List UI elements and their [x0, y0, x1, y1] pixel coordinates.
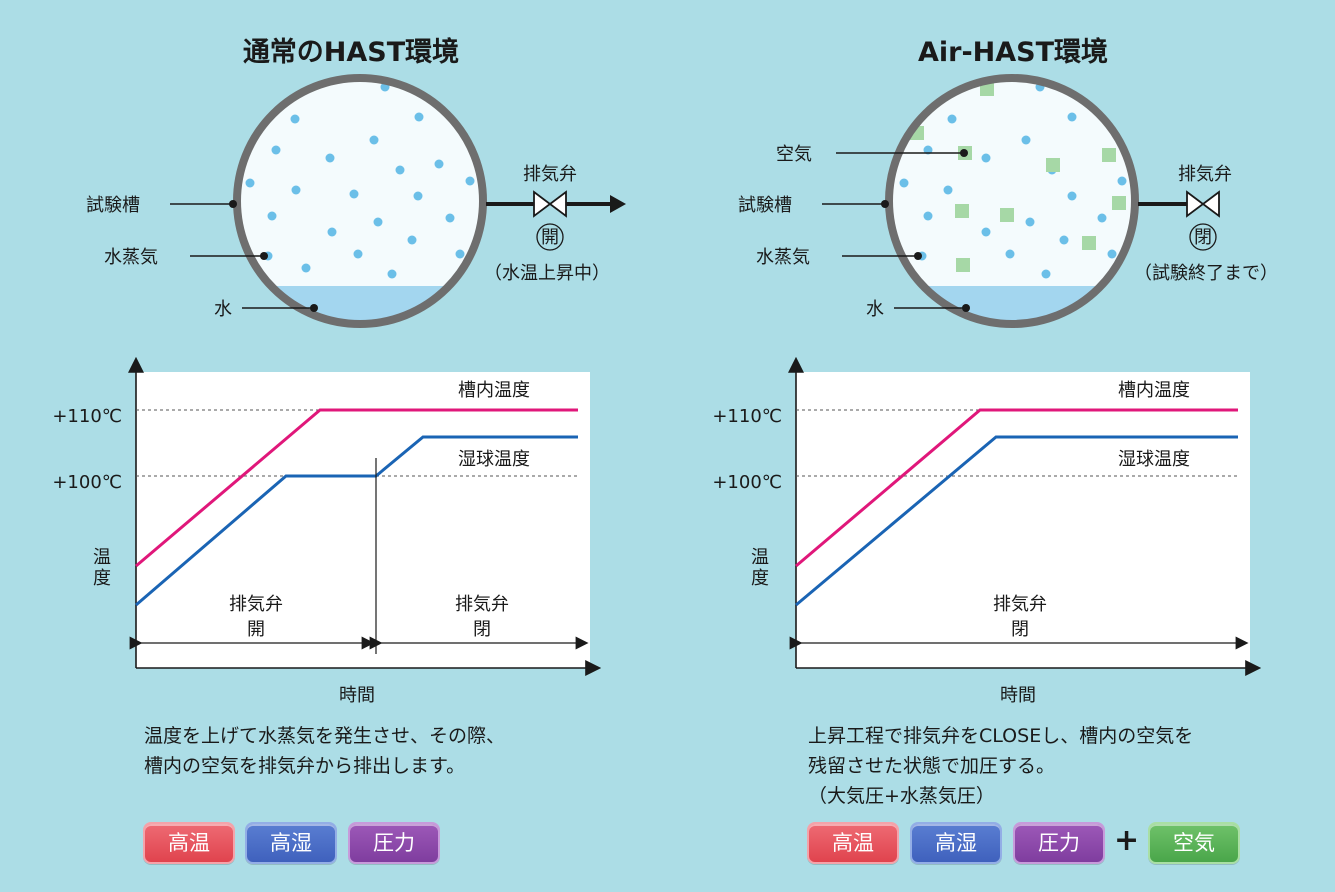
left-title: 通常のHAST環境: [243, 37, 459, 68]
right-desc-line-1: 上昇工程で排気弁をCLOSEし、槽内の空気を: [808, 725, 1194, 747]
left-steam-label: 水蒸気: [104, 247, 158, 268]
right-chart: [788, 356, 1262, 676]
right-chip-high-humidity: 高湿: [910, 822, 1002, 864]
right-wetbulb-temp-line: [795, 435, 1238, 607]
right-phase-l1: 排気弁: [993, 594, 1047, 615]
left-chip-high-temp: 高温: [143, 822, 235, 864]
right-air-label: 空気: [776, 144, 812, 165]
right-water-label: 水: [866, 299, 884, 320]
left-water-pointer: [310, 304, 318, 312]
right-water: [889, 286, 1135, 324]
left-valve-state-circle: [536, 223, 564, 251]
left-description: 温度を上げて水蒸気を発生させ、その際、 槽内の空気を排気弁から排出します。: [144, 721, 505, 781]
right-ylabel-1: 温: [751, 547, 769, 568]
right-desc-line-3: （大気圧+水蒸気圧）: [808, 785, 995, 807]
left-chart: [128, 356, 602, 676]
right-valve-state-note: （試験終了まで）: [1134, 263, 1278, 284]
left-steam-pointer: [260, 252, 268, 260]
left-phase2-l1: 排気弁: [455, 594, 509, 615]
right-chip-air: 空気: [1148, 822, 1240, 864]
right-chamber-label: 試験槽: [738, 195, 792, 216]
left-desc-line-1: 温度を上げて水蒸気を発生させ、その際、: [144, 725, 506, 747]
right-ylabel-2: 度: [751, 568, 769, 589]
right-valve-state-circle: [1189, 223, 1217, 251]
left-chip-high-humidity: 高湿: [245, 822, 337, 864]
left-phase2-l2: 閉: [473, 619, 491, 640]
left-tick-100: +100℃: [52, 472, 122, 493]
right-description: 上昇工程で排気弁をCLOSEし、槽内の空気を 残留させた状態で加圧する。 （大気…: [808, 721, 1193, 811]
left-phase1-l1: 排気弁: [229, 594, 283, 615]
right-chip-pressure: 圧力: [1013, 822, 1105, 864]
plus-sign: +: [1114, 823, 1140, 858]
left-chamber-temp-line: [135, 408, 578, 568]
right-chamber-pointer: [881, 200, 889, 208]
right-vessel-wall: [885, 74, 1139, 328]
left-exhaust-valve: [486, 190, 626, 218]
right-valve-label: 排気弁: [1178, 164, 1232, 185]
right-steam-pointer: [914, 252, 922, 260]
left-xlabel: 時間: [339, 685, 375, 706]
right-chip-high-temp: 高温: [807, 822, 899, 864]
left-series-wetbulb: 湿球温度: [458, 449, 530, 470]
left-phase1-l2: 開: [247, 619, 265, 640]
left-water: [237, 286, 483, 324]
right-title: Air-HAST環境: [918, 37, 1108, 68]
right-vessel: [885, 74, 1139, 328]
right-exhaust-valve: [1138, 190, 1220, 218]
left-vessel: [233, 74, 487, 328]
left-valve-state-mark: 開: [541, 227, 559, 248]
right-xlabel: 時間: [1000, 685, 1036, 706]
exhaust-arrow-icon: [610, 195, 626, 213]
right-valve-state-mark: 閉: [1194, 227, 1212, 248]
left-chip-pressure: 圧力: [348, 822, 440, 864]
right-tick-110: +110℃: [712, 406, 782, 427]
right-water-pointer: [962, 304, 970, 312]
left-valve-label: 排気弁: [523, 164, 577, 185]
right-air-pointer: [960, 149, 968, 157]
left-water-label: 水: [214, 299, 232, 320]
left-ylabel-2: 度: [93, 568, 111, 589]
left-chamber-label: 試験槽: [86, 195, 140, 216]
left-chamber-pointer: [229, 200, 237, 208]
left-series-chamber: 槽内温度: [458, 380, 530, 401]
right-series-wetbulb: 湿球温度: [1118, 449, 1190, 470]
valve-icon: [533, 190, 567, 218]
left-ylabel-1: 温: [93, 547, 111, 568]
left-valve-state-note: （水温上昇中）: [484, 263, 610, 284]
left-vessel-wall: [233, 74, 487, 328]
right-series-chamber: 槽内温度: [1118, 380, 1190, 401]
valve-icon: [1186, 190, 1220, 218]
right-tick-100: +100℃: [712, 472, 782, 493]
right-desc-line-2: 残留させた状態で加圧する。: [808, 755, 1056, 777]
left-tick-110: +110℃: [52, 406, 122, 427]
right-steam-label: 水蒸気: [756, 247, 810, 268]
right-phase-l2: 閉: [1011, 619, 1029, 640]
right-chamber-temp-line: [795, 408, 1238, 568]
left-desc-line-2: 槽内の空気を排気弁から排出します。: [144, 755, 466, 777]
